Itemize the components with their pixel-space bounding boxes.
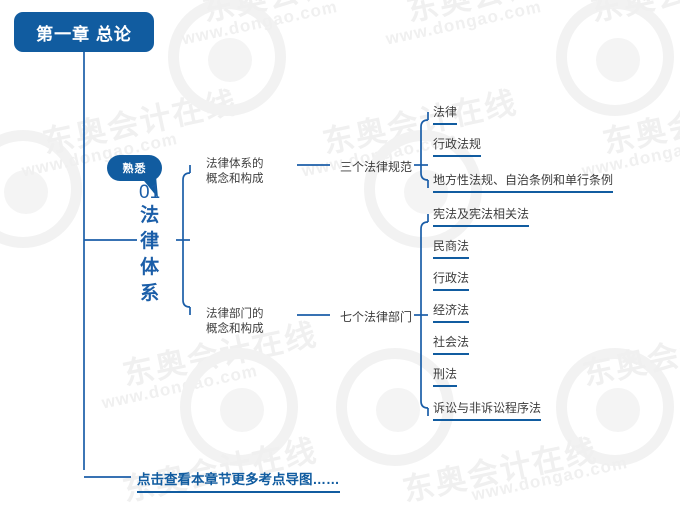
chapter-title-badge[interactable]: 第一章 总论	[14, 12, 154, 52]
level-badge-text: 熟悉	[122, 163, 147, 175]
chapter-title-text: 第一章 总论	[36, 24, 132, 44]
leaf-item-social-law[interactable]: 社会法	[433, 333, 470, 355]
more-mindmaps-link[interactable]: 点击查看本章节更多考点导图……	[137, 468, 340, 493]
root-node-law-system[interactable]: 01 法 律 体 系	[139, 183, 160, 307]
branch1-items-bracket	[420, 119, 429, 181]
root-node-char-1: 法	[140, 205, 160, 226]
leaf-item-civil-commercial-law[interactable]: 民商法	[433, 237, 470, 259]
leaf-item-constitution[interactable]: 宪法及宪法相关法	[433, 205, 530, 227]
root-bracket	[182, 172, 191, 308]
branch-label-law-department-concept[interactable]: 法律部门的 概念和构成	[206, 307, 264, 337]
branch-label-line2: 概念和构成	[206, 173, 264, 185]
leaf-item-litigation-procedure-law[interactable]: 诉讼与非诉讼程序法	[433, 399, 542, 421]
leaf-item-administrative-law[interactable]: 行政法	[433, 269, 470, 291]
branch-label-line2: 概念和构成	[206, 323, 264, 335]
mid-label-seven-departments[interactable]: 七个法律部门	[340, 310, 413, 324]
level-badge[interactable]: 熟悉	[107, 155, 162, 181]
leaf-item-administrative-regulation[interactable]: 行政法规	[433, 135, 482, 157]
root-node-char-3: 体	[140, 257, 160, 278]
branch2-items-bracket	[420, 221, 429, 409]
leaf-item-law[interactable]: 法律	[433, 103, 458, 125]
level-badge-tail-icon	[140, 176, 158, 198]
leaf-item-criminal-law[interactable]: 刑法	[433, 365, 458, 387]
root-node-char-2: 律	[140, 231, 160, 252]
root-node-number: 01	[139, 182, 161, 203]
branch-label-line1: 法律体系的	[206, 158, 264, 170]
mid-label-three-norms[interactable]: 三个法律规范	[340, 160, 413, 174]
leaf-item-economic-law[interactable]: 经济法	[433, 301, 470, 323]
leaf-item-local-regulation[interactable]: 地方性法规、自治条例和单行条例	[433, 171, 614, 193]
root-node-char-4: 系	[140, 283, 160, 304]
branch-label-line1: 法律部门的	[206, 308, 264, 320]
branch-label-law-system-concept[interactable]: 法律体系的 概念和构成	[206, 157, 264, 187]
